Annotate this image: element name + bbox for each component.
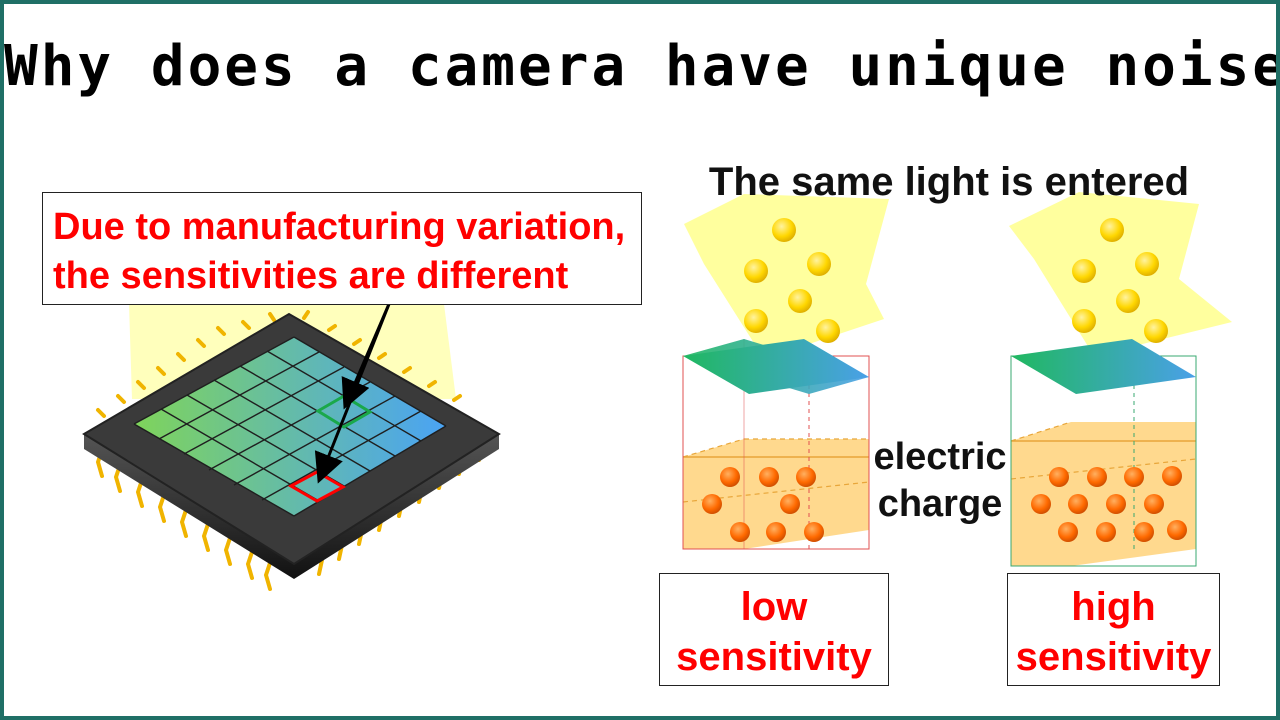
photons-right [1072, 218, 1168, 343]
variation-callout: Due to manufacturing variation, the sens… [42, 192, 642, 305]
photons-left [744, 218, 840, 343]
pixel-low-sensitivity [682, 339, 870, 550]
callout-arrows [314, 303, 391, 484]
high-sensitivity-label: high sensitivity [1007, 573, 1220, 686]
low-line-2: sensitivity [676, 635, 872, 679]
diagram-graphics [82, 192, 1232, 591]
low-sensitivity-label: low sensitivity [659, 573, 889, 686]
light-arrow-left [684, 194, 889, 359]
callout-line-1: Due to manufacturing variation, [53, 206, 626, 248]
light-arrow-right [1009, 192, 1232, 356]
low-line-1: low [740, 585, 808, 629]
charge-label-line-2: charge [877, 483, 1003, 525]
charges-left [702, 467, 824, 542]
charge-label-line-1: electric [873, 436, 1007, 478]
callout-line-2: the sensitivities are different [53, 255, 569, 297]
high-line-2: sensitivity [1015, 635, 1212, 679]
charges-right [1031, 466, 1187, 542]
pixel-high-sensitivity [1010, 339, 1197, 567]
high-line-1: high [1071, 585, 1156, 629]
page-title: Why does a camera have unique noise? [4, 34, 1280, 99]
electric-charge-label: electric charge [862, 434, 1018, 528]
light-label: The same light is entered [708, 160, 1190, 204]
